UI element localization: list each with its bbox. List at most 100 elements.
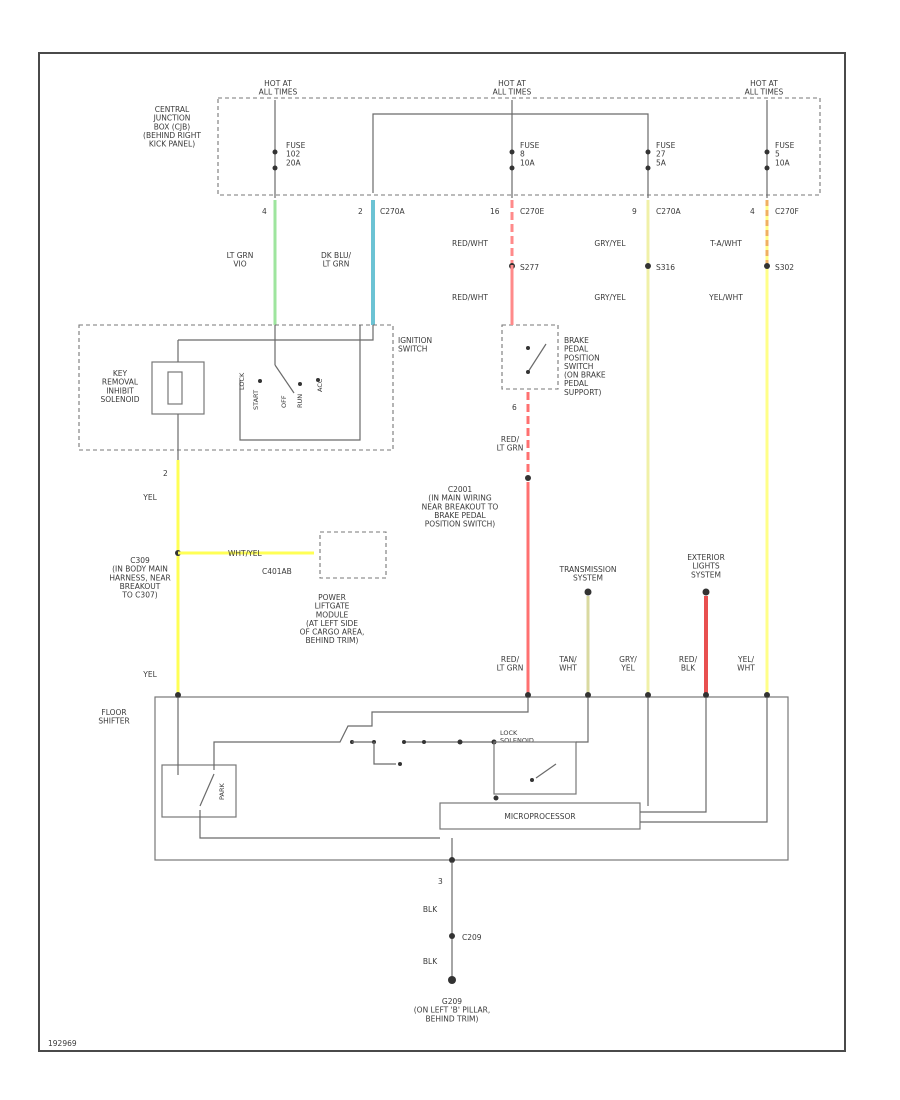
c401ab-label: C401AB <box>262 567 292 576</box>
pin-top-3: 16 <box>490 207 500 216</box>
ign-pos-run: RUN <box>296 394 304 408</box>
key-solenoid-box <box>151 361 205 415</box>
splice-s277-label: S277 <box>520 263 539 272</box>
brake-chain-1 <box>330 697 529 743</box>
connector-c270a-1: C270A <box>380 207 406 216</box>
exterior-node <box>702 588 710 596</box>
connector-c270f: C270F <box>775 207 799 216</box>
bottom-label-red-blk: RED/BLK <box>679 655 698 673</box>
microprocessor-box <box>439 802 641 830</box>
chain-node-5 <box>422 740 426 744</box>
ignition-switch-box <box>78 324 394 451</box>
pin-top-4: 9 <box>632 207 637 216</box>
wire-label-gry-yel: GRY/YEL <box>594 239 626 248</box>
ign-wiper <box>274 364 295 394</box>
transmission-node <box>584 588 592 596</box>
red-blk-to-micro <box>640 697 707 813</box>
brake-pin: 6 <box>512 403 517 412</box>
park-switch-arm <box>199 773 215 807</box>
splice-s302-label: S302 <box>775 263 794 272</box>
ign-pos-acc: ACC <box>316 378 324 392</box>
yel-wht-to-micro <box>640 697 768 823</box>
chain-node-6 <box>457 739 463 745</box>
shifter-pin-5 <box>703 692 709 698</box>
chain-node-3 <box>398 762 402 766</box>
shifter-pin-3 <box>585 692 591 698</box>
c209-dot <box>449 933 455 939</box>
blk-label-1: BLK <box>423 905 438 914</box>
wire-label-gry-yel-2: GRY/YEL <box>594 293 626 302</box>
ign-top-bar <box>178 325 374 341</box>
park-to-chain <box>213 741 330 770</box>
brake-chain-3 <box>373 742 396 765</box>
park-switch-box <box>161 764 237 818</box>
shifter-pin-6 <box>764 692 770 698</box>
wire-label-tan-wht: T-A/WHT <box>709 239 742 248</box>
sol-pin: 2 <box>163 469 168 478</box>
diagram-frame <box>38 52 846 1052</box>
ground-pin-dot <box>449 857 455 863</box>
splice-s316-label: S316 <box>656 263 675 272</box>
brake-switch-arm <box>527 343 547 373</box>
park-to-micro <box>199 810 440 839</box>
ign-contact-1 <box>258 379 262 383</box>
lock-solenoid-box <box>493 741 577 795</box>
ign-pos-start: START <box>252 390 260 410</box>
ground-label: G209(ON LEFT 'B' PILLAR,BEHIND TRIM) <box>414 997 491 1023</box>
central-junction-box <box>217 97 821 196</box>
lock-contact-b <box>493 795 499 801</box>
key-solenoid-coil <box>167 371 183 405</box>
tan-into-shifter <box>576 697 589 743</box>
c209-label: C209 <box>462 933 482 942</box>
figure-id: 192969 <box>48 1039 77 1048</box>
splice-s302 <box>764 263 770 269</box>
bottom-label-tan-wht: TAN/WHT <box>558 655 577 673</box>
liftgate-module-box <box>319 531 387 579</box>
wire-label-red-wht-2: RED/WHT <box>452 293 488 302</box>
bottom-label-yel-wht: YEL/WHT <box>737 655 755 673</box>
microprocessor-label: MICROPROCESSOR <box>504 812 575 821</box>
pin-top-2: 2 <box>358 207 363 216</box>
bottom-label-gry-yel: GRY/YEL <box>619 655 637 673</box>
park-switch-label: PARK <box>218 783 226 800</box>
connector-c2001-dot <box>525 475 531 481</box>
brake-contact-a <box>526 370 530 374</box>
bottom-label-yel: YEL <box>142 670 157 679</box>
connector-c270e: C270E <box>520 207 545 216</box>
ign-bottom-link <box>239 325 361 441</box>
chain-node-4 <box>402 740 406 744</box>
lock-switch-arm <box>535 763 557 779</box>
cjb-bus <box>372 113 649 198</box>
connector-c270a-2: C270A <box>656 207 682 216</box>
blk-label-2: BLK <box>423 957 438 966</box>
wire-label-red-wht: RED/WHT <box>452 239 488 248</box>
wire-label-dk-blu: DK BLU/LT GRN <box>321 251 352 269</box>
shifter-pin-1 <box>175 692 181 698</box>
ign-contact-2 <box>298 382 302 386</box>
brake-contact-b <box>526 346 530 350</box>
ground-pin-label: 3 <box>438 877 443 886</box>
